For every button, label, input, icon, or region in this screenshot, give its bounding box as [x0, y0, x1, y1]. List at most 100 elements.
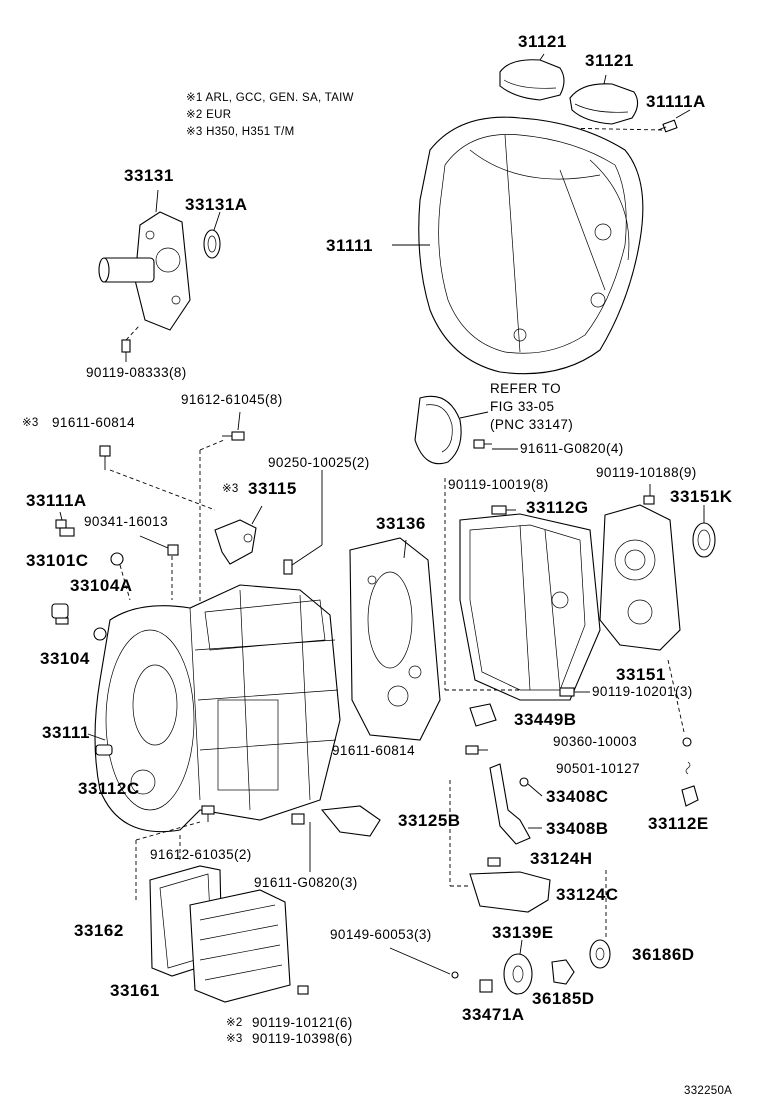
part-label-33111A[interactable]: 33111A [26, 491, 87, 510]
part-label-33101C[interactable]: 33101C [26, 551, 89, 570]
part-label-91611-60814-top[interactable]: 91611-60814 [52, 415, 135, 430]
bolt-91612-61035 [201, 805, 215, 822]
gear-33139E [503, 953, 533, 995]
bracket-33112E [681, 785, 699, 807]
pin-33112C [95, 744, 113, 756]
part-label-36185D[interactable]: 36185D [532, 989, 595, 1008]
note-1: ※1 ARL, GCC, GEN. SA, TAIW [186, 92, 354, 104]
part-label-33124H[interactable]: 33124H [530, 849, 593, 868]
refer-line-1: REFER TO [490, 381, 561, 396]
bolt-90119-10121 [297, 985, 309, 995]
part-label-33151K[interactable]: 33151K [670, 487, 733, 506]
part-label-90119-10398[interactable]: 90119-10398(6) [252, 1031, 353, 1046]
bracket-33124C [469, 871, 551, 913]
rear-cover-33151 [599, 504, 681, 651]
part-label-33161[interactable]: 33161 [110, 981, 160, 1000]
part-label-33111[interactable]: 33111 [42, 723, 90, 742]
plate-33136 [349, 537, 441, 741]
spring-90501-10127 [685, 761, 691, 775]
plug-33111A [55, 519, 75, 537]
diagram-code: 332250A [684, 1085, 733, 1097]
part-label-90341-16013[interactable]: 90341-16013 [84, 514, 168, 529]
seal-33131A [203, 229, 221, 259]
part-label-90250-10025[interactable]: 90250-10025(2) [268, 455, 370, 470]
transmission-case-33111 [94, 584, 341, 833]
ring-33101C [110, 552, 124, 566]
part-label-33125B[interactable]: 33125B [398, 811, 461, 830]
part-label-33131[interactable]: 33131 [124, 166, 174, 185]
retainer-33131 [98, 211, 191, 331]
lever-33125B [320, 805, 381, 837]
part-label-90501-10127[interactable]: 90501-10127 [556, 761, 640, 776]
sleeve-36185D [551, 959, 575, 985]
part-label-91612-61035[interactable]: 91612-61035(2) [150, 847, 252, 862]
mark-90119-10121: ※2 [226, 1017, 243, 1029]
refer-line-3: (PNC 33147) [490, 417, 574, 432]
bracket-33115 [214, 519, 257, 565]
bolt-91612-61045 [222, 431, 245, 441]
part-label-31111A-top[interactable]: 31111A [646, 92, 706, 111]
part-label-33449B[interactable]: 33449B [514, 710, 577, 729]
part-label-33408C[interactable]: 33408C [546, 787, 609, 806]
mark-91611-60814-top: ※3 [22, 417, 39, 429]
bushing-33471A [479, 979, 493, 993]
part-label-33131A[interactable]: 33131A [185, 195, 248, 214]
part-label-91611-60814[interactable]: 91611-60814 [332, 743, 415, 758]
oring-33408C [519, 777, 529, 787]
bolt-90119-10188 [643, 495, 655, 505]
part-label-90119-10121[interactable]: 90119-10121(6) [252, 1015, 353, 1030]
part-label-33151[interactable]: 33151 [616, 665, 666, 684]
part-label-90360-10003[interactable]: 90360-10003 [553, 734, 637, 749]
bolt-91611-G0820-4 [473, 439, 492, 449]
part-label-33104A[interactable]: 33104A [70, 576, 133, 595]
bolt-91611-60814 [465, 745, 488, 755]
part-label-33112C[interactable]: 33112C [78, 779, 140, 798]
clip-33449B [469, 703, 497, 727]
part-label-33112G[interactable]: 33112G [526, 498, 589, 517]
plug-33104 [51, 603, 69, 625]
extension-housing-33112G [459, 513, 601, 701]
refer-line-2: FIG 33-05 [490, 399, 555, 414]
seal-36186D [589, 939, 611, 969]
part-label-36186D[interactable]: 36186D [632, 945, 695, 964]
part-label-90119-10019[interactable]: 90119-10019(8) [448, 477, 549, 492]
washer-33104A [93, 627, 107, 641]
part-label-31111[interactable]: 31111 [326, 236, 373, 255]
bell-housing-31111 [418, 116, 644, 375]
bolt-90119-08333 [121, 339, 131, 362]
part-label-91612-61045[interactable]: 91612-61045(8) [181, 392, 283, 407]
note-3: ※3 H350, H351 T/M [186, 126, 295, 138]
part-label-33471A[interactable]: 33471A [462, 1005, 525, 1024]
part-label-31121-b[interactable]: 31121 [585, 51, 634, 70]
plug-90341-16013 [167, 544, 179, 556]
part-label-90119-10188[interactable]: 90119-10188(9) [596, 465, 697, 480]
part-label-33115[interactable]: 33115 [248, 479, 297, 498]
part-label-33139E[interactable]: 33139E [492, 923, 554, 942]
part-label-33408B[interactable]: 33408B [546, 819, 609, 838]
part-label-33162[interactable]: 33162 [74, 921, 124, 940]
part-label-31121-a[interactable]: 31121 [518, 32, 567, 51]
part-label-33136[interactable]: 33136 [376, 514, 426, 533]
cover-31121-b [569, 83, 639, 125]
bolt-33124H [487, 857, 501, 867]
part-label-33112E[interactable]: 33112E [648, 814, 709, 833]
bolt-90119-10201 [559, 687, 575, 697]
mark-33115: ※3 [222, 483, 239, 495]
cover-31121-a [499, 59, 565, 101]
bolt-90119-10019 [491, 505, 516, 515]
side-cover-33161 [189, 889, 291, 1003]
bolt-91611-G0820-3 [291, 813, 305, 825]
part-label-90149-60053[interactable]: 90149-60053(3) [330, 927, 432, 942]
part-label-91611-G0820-4[interactable]: 91611-G0820(4) [520, 441, 624, 456]
part-label-91611-G0820-3[interactable]: 91611-G0820(3) [254, 875, 358, 890]
part-label-90119-08333[interactable]: 90119-08333(8) [86, 365, 187, 380]
part-label-33104[interactable]: 33104 [40, 649, 90, 668]
part-label-33124C[interactable]: 33124C [556, 885, 619, 904]
part-label-90119-10201[interactable]: 90119-10201(3) [592, 684, 693, 699]
ball-90360-10003 [682, 737, 692, 747]
bolt-91611-60814-top [99, 445, 111, 470]
screw-90149-60053 [451, 971, 459, 979]
seal-33151K [692, 522, 716, 558]
seal-ring-ref [414, 395, 462, 465]
